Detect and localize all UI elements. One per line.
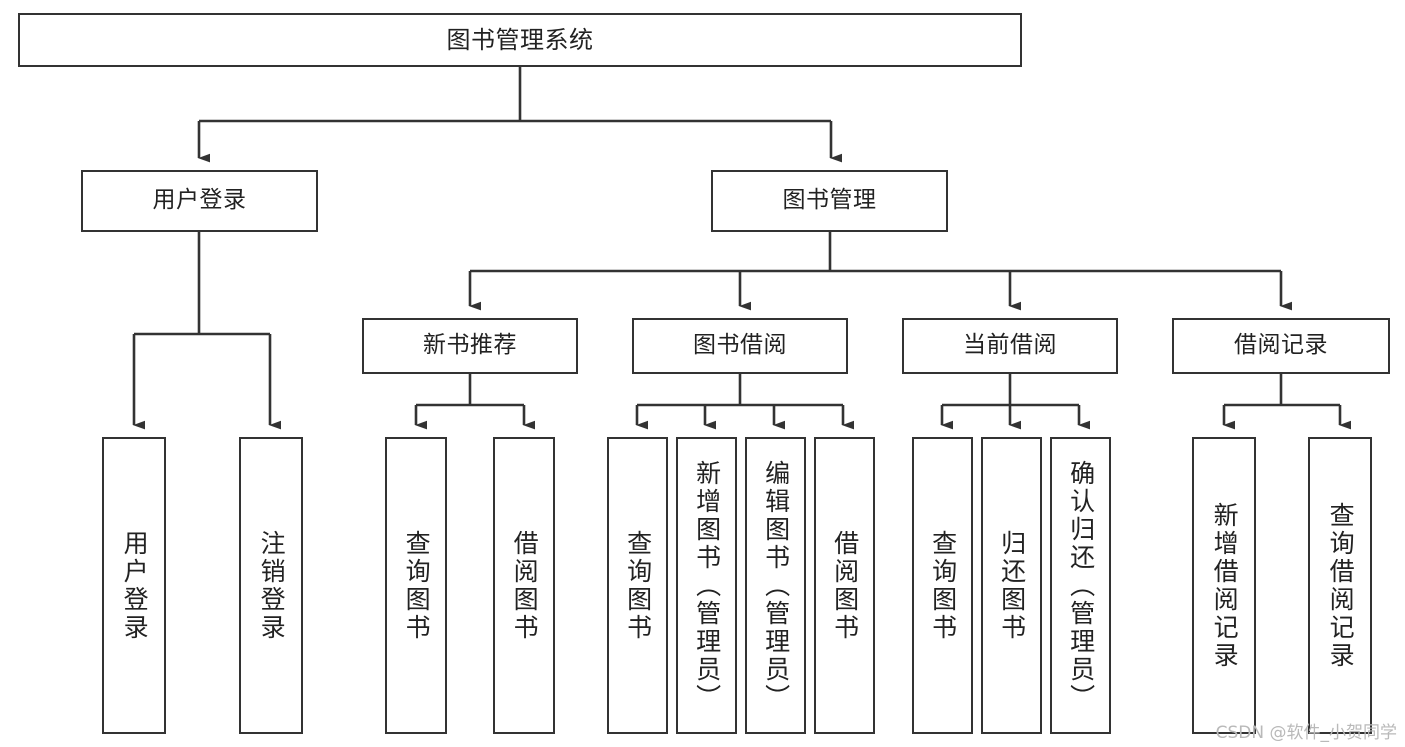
node-book-borrow[interactable]: 图书借阅: [632, 318, 848, 374]
node-label: 确认归还（管理员）: [1066, 459, 1096, 712]
node-label: 新增图书（管理员）: [692, 459, 722, 712]
leaf-query-borrow-record[interactable]: 查询借阅记录: [1308, 437, 1372, 734]
leaf-add-borrow-record[interactable]: 新增借阅记录: [1192, 437, 1256, 734]
node-user-login[interactable]: 用户登录: [81, 170, 318, 232]
node-book-management[interactable]: 图书管理: [711, 170, 948, 232]
leaf-user-login[interactable]: 用户登录: [102, 437, 166, 734]
node-label: 归还图书: [997, 529, 1027, 642]
node-label: 查询图书: [928, 529, 958, 642]
node-current-borrow[interactable]: 当前借阅: [902, 318, 1118, 374]
node-label: 用户登录: [152, 187, 247, 214]
node-borrow-records[interactable]: 借阅记录: [1172, 318, 1390, 374]
node-label: 用户登录: [120, 529, 150, 642]
node-label: 查询图书: [623, 529, 653, 642]
node-new-book-recommend[interactable]: 新书推荐: [362, 318, 578, 374]
node-label: 新书推荐: [423, 332, 517, 359]
node-label: 图书借阅: [693, 332, 787, 359]
leaf-query-books-recommend[interactable]: 查询图书: [385, 437, 447, 734]
node-root-system[interactable]: 图书管理系统: [18, 13, 1022, 67]
node-label: 借阅记录: [1234, 332, 1328, 359]
leaf-return-books[interactable]: 归还图书: [981, 437, 1042, 734]
leaf-confirm-return-admin[interactable]: 确认归还（管理员）: [1050, 437, 1111, 734]
leaf-borrow-books-recommend[interactable]: 借阅图书: [493, 437, 555, 734]
node-label: 新增借阅记录: [1210, 501, 1240, 670]
node-label: 查询图书: [402, 529, 432, 642]
node-label: 编辑图书（管理员）: [761, 459, 791, 712]
leaf-logout[interactable]: 注销登录: [239, 437, 303, 734]
watermark: CSDN @软件_小贺同学: [1215, 723, 1397, 743]
node-label: 注销登录: [257, 529, 287, 642]
leaf-add-book-admin[interactable]: 新增图书（管理员）: [676, 437, 737, 734]
node-label: 借阅图书: [510, 529, 540, 642]
node-label: 借阅图书: [830, 529, 860, 642]
leaf-borrow-books[interactable]: 借阅图书: [814, 437, 875, 734]
leaf-edit-book-admin[interactable]: 编辑图书（管理员）: [745, 437, 806, 734]
leaf-query-books-borrow[interactable]: 查询图书: [607, 437, 668, 734]
node-label: 图书管理: [782, 187, 877, 214]
leaf-query-books-current[interactable]: 查询图书: [912, 437, 973, 734]
node-label: 当前借阅: [963, 332, 1057, 359]
node-label: 图书管理系统: [446, 25, 594, 54]
node-label: 查询借阅记录: [1326, 501, 1356, 670]
